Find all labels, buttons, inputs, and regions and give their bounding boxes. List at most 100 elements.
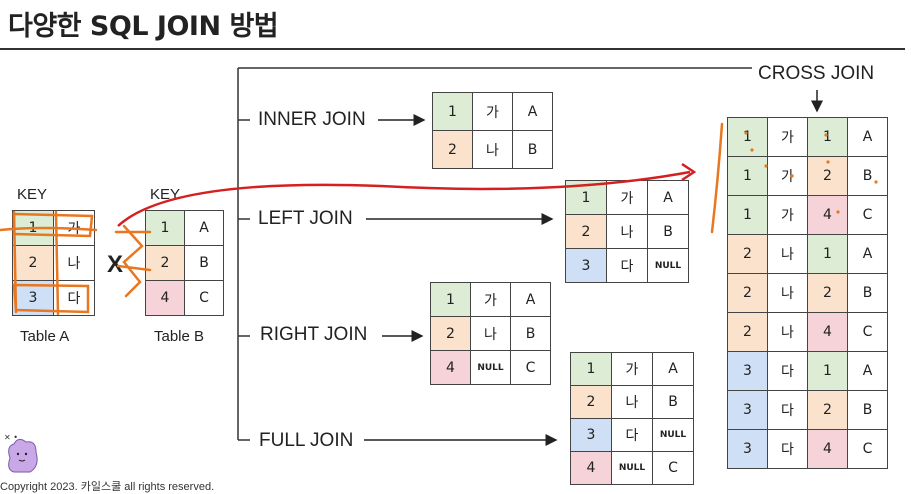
full-join-label: FULL JOIN	[259, 430, 354, 451]
table-cell: 3	[570, 418, 612, 452]
title-divider	[0, 48, 905, 50]
table-cell: 4	[807, 195, 848, 235]
table-cell: 4	[145, 280, 185, 316]
table-cell: 1	[807, 351, 848, 391]
table-cell: B	[512, 130, 553, 169]
table-cell: 1	[430, 282, 471, 317]
cross-product-symbol: X	[107, 251, 124, 278]
left-join-label: LEFT JOIN	[258, 208, 353, 229]
table-cell: B	[510, 316, 551, 351]
svg-text:✕ •: ✕ •	[4, 433, 18, 442]
table-cell: 나	[767, 273, 808, 313]
table-cell: B	[652, 385, 694, 419]
table-cell: NULL	[611, 451, 653, 485]
table-cell: 1	[727, 156, 768, 196]
table-cell: 1	[807, 117, 848, 157]
table-cell: 다	[611, 418, 653, 452]
table-cell: B	[847, 390, 888, 430]
table-b-caption: Table B	[154, 328, 205, 345]
page-title: 다양한 SQL JOIN 방법	[8, 11, 279, 42]
inner-join-label: INNER JOIN	[258, 109, 366, 130]
table-cell: 2	[570, 385, 612, 419]
key-label-a: KEY	[17, 186, 48, 203]
table-cell: A	[512, 92, 553, 131]
cross-join-label: CROSS JOIN	[758, 63, 875, 84]
bracket-lines	[237, 67, 752, 441]
table-cell: 가	[470, 282, 511, 317]
table-cell: B	[647, 214, 689, 249]
table-cell: 2	[807, 390, 848, 430]
right-join-label: RIGHT JOIN	[260, 324, 368, 345]
table-cell: C	[184, 280, 224, 316]
table-cell: C	[652, 451, 694, 485]
table-cell: B	[847, 273, 888, 313]
ditto-mascot-icon: ✕ •	[4, 433, 38, 473]
red-arrowhead	[681, 162, 697, 182]
table-cell: 1	[727, 195, 768, 235]
table-cell: A	[647, 180, 689, 215]
annotation-dots	[744, 131, 878, 214]
table-cell: B	[847, 156, 888, 196]
copyright-text: Copyright 2023. 카일스쿨 all rights reserved…	[0, 481, 215, 493]
table-cell: 2	[145, 245, 185, 281]
table-cell: 3	[727, 351, 768, 391]
table-cell: 나	[470, 316, 511, 351]
table-cell: 3	[727, 429, 768, 469]
table-cell: A	[652, 352, 694, 386]
table-cell: 2	[432, 130, 473, 169]
table-cell: 4	[807, 429, 848, 469]
table-cell: 나	[472, 130, 513, 169]
table-cell: NULL	[470, 350, 511, 385]
table-cell: 1	[145, 210, 185, 246]
table-cell: C	[847, 312, 888, 352]
hand-drawn-annotations	[0, 122, 724, 316]
table-cell: C	[510, 350, 551, 385]
table-cell: 1	[432, 92, 473, 131]
table-cell: 2	[727, 234, 768, 274]
table-cell: 2	[727, 273, 768, 313]
table-cell: 4	[570, 451, 612, 485]
table-cell: NULL	[647, 248, 689, 283]
table-cell: 3	[727, 390, 768, 430]
table-a-caption: Table A	[20, 328, 70, 345]
table-cell: 3	[565, 248, 607, 283]
table-cell: 2	[727, 312, 768, 352]
table-cell: 다	[767, 429, 808, 469]
table-cell: 4	[430, 350, 471, 385]
table-cell: A	[847, 234, 888, 274]
table-cell: 2	[12, 245, 54, 281]
table-cell: 가	[767, 117, 808, 157]
table-cell: 가	[611, 352, 653, 386]
table-cell: 4	[807, 312, 848, 352]
table-cell: 2	[565, 214, 607, 249]
join-arrows	[364, 90, 823, 446]
table-cell: 2	[430, 316, 471, 351]
table-cell: A	[510, 282, 551, 317]
table-cell: 다	[606, 248, 648, 283]
table-cell: 1	[807, 234, 848, 274]
red-curve-arrow	[117, 170, 691, 227]
